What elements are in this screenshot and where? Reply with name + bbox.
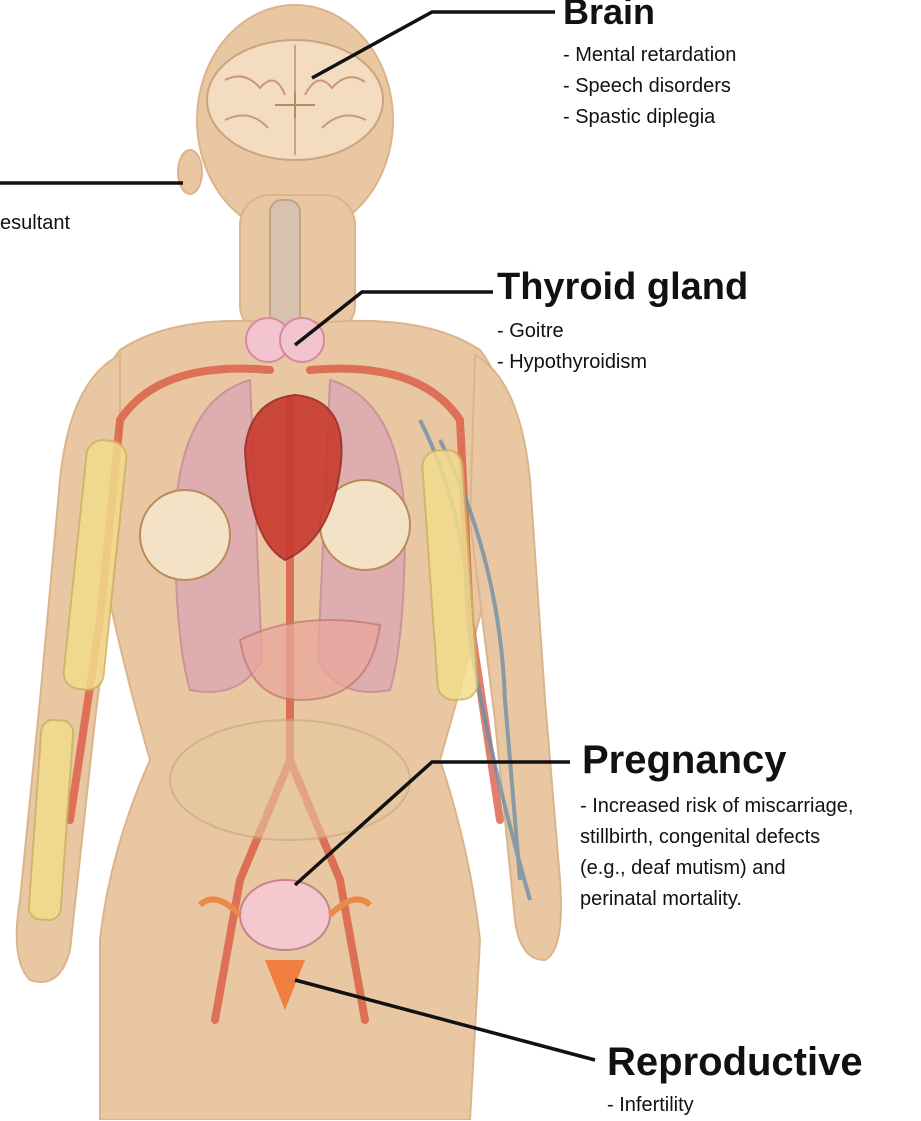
thyroid-item: - Hypothyroidism [497, 347, 647, 378]
pregnancy-items: - Increased risk of miscarriage, stillbi… [580, 791, 853, 915]
brain-icon [207, 40, 383, 160]
intestines-icon [170, 720, 410, 840]
pregnancy-line: (e.g., deaf mutism) and [580, 853, 853, 884]
brain-title: Brain [563, 0, 655, 30]
thyroid-icon [246, 318, 324, 362]
trachea-icon [270, 200, 300, 330]
thyroid-title: Thyroid gland [497, 268, 748, 306]
thyroid-item: - Goitre [497, 316, 647, 347]
pregnancy-line: - Increased risk of miscarriage, [580, 791, 853, 822]
thyroid-items: - Goitre - Hypothyroidism [497, 316, 647, 378]
pregnancy-title: Pregnancy [582, 740, 787, 780]
brain-item: - Mental retardation [563, 40, 736, 71]
brain-item: - Spastic diplegia [563, 102, 736, 133]
pregnancy-line: perinatal mortality. [580, 884, 853, 915]
reproductive-items: - Infertility [607, 1090, 694, 1121]
reproductive-title: Reproductive [607, 1042, 863, 1082]
brain-items: - Mental retardation - Speech disorders … [563, 40, 736, 133]
left-partial-label: esultant [0, 210, 70, 236]
reproductive-item: - Infertility [607, 1090, 694, 1121]
pregnancy-line: stillbirth, congenital defects [580, 822, 853, 853]
brain-item: - Speech disorders [563, 71, 736, 102]
